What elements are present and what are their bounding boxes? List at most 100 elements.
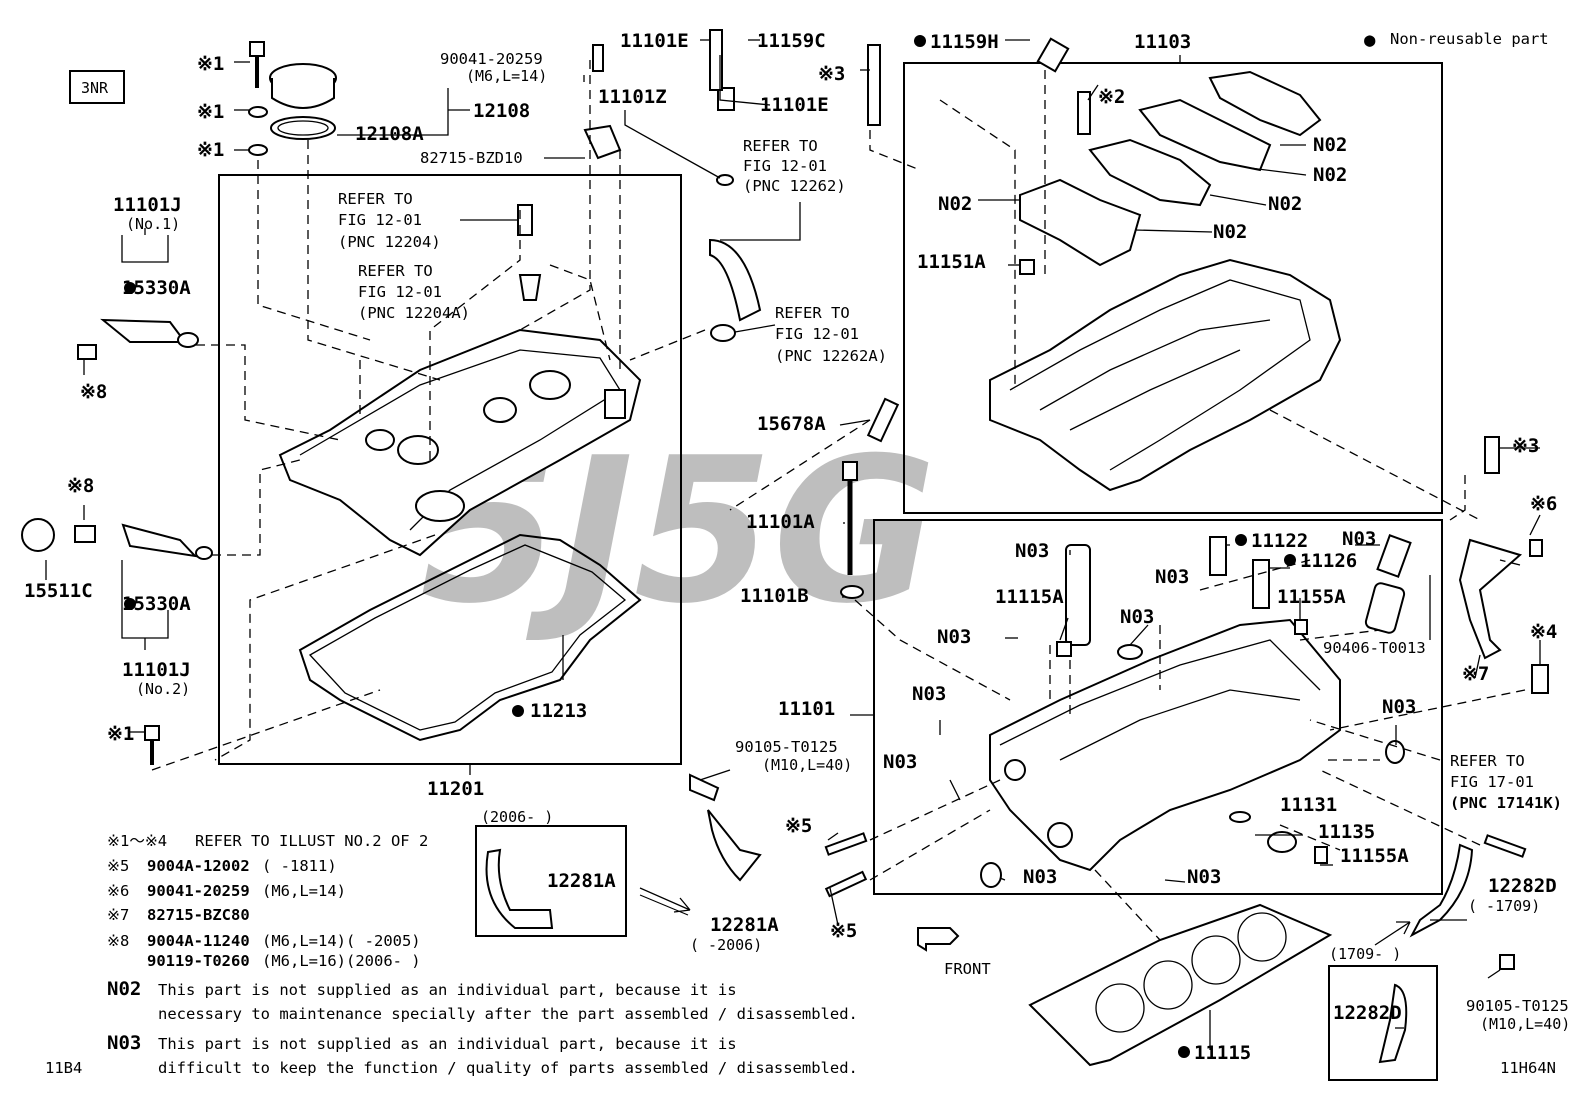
legend-marker: ● xyxy=(1364,29,1376,51)
mark-6: ※6 xyxy=(1530,493,1557,515)
label-11122: 11122 xyxy=(1251,530,1308,552)
nonreusable-marker xyxy=(1284,554,1296,566)
head-gasket-drawing xyxy=(1028,903,1333,1067)
label-11135: 11135 xyxy=(1318,821,1375,843)
note-5-key: ※5 xyxy=(107,857,129,875)
label-90041-20259: 90041-20259 xyxy=(440,50,543,68)
label-11101Z: 11101Z xyxy=(598,86,667,108)
ref-12262A-1: REFER TO xyxy=(775,304,850,322)
label-11101J-1: 11101J xyxy=(113,194,182,216)
ref-12262-3: (PNC 12262) xyxy=(743,177,846,195)
label-11101J-2-sub: (No.2) xyxy=(136,680,190,698)
cylinder-head-cover-drawing xyxy=(278,328,642,557)
mark-5a: ※5 xyxy=(785,815,812,837)
label-11131: 11131 xyxy=(1280,794,1337,816)
nonreusable-marker xyxy=(1178,1046,1190,1058)
mark-3b: ※3 xyxy=(1512,435,1539,457)
nonreusable-marker xyxy=(512,705,524,717)
front-arrow-icon xyxy=(917,927,960,952)
cylinder-head-frame xyxy=(873,519,1443,895)
hanger-2006-box xyxy=(475,825,627,937)
page-code-left: 11B4 xyxy=(45,1059,82,1077)
label-12282D: 12282D xyxy=(1488,875,1557,897)
label-N02-a: N02 xyxy=(1313,134,1347,156)
note-6-rest: (M6,L=14) xyxy=(262,882,346,900)
note-6-part: 90041-20259 xyxy=(147,882,250,900)
assembly-lines xyxy=(151,60,1526,941)
mark-1d: ※1 xyxy=(107,723,134,745)
note-1-key: ※1～※4 xyxy=(107,832,167,850)
label-N03-6: N03 xyxy=(912,683,946,705)
label-90041-spec: (M6,L=14) xyxy=(466,67,547,85)
label-12281A: 12281A xyxy=(710,914,779,936)
label-90105-T0125-b: 90105-T0125 xyxy=(1466,997,1569,1015)
label-N03-8: N03 xyxy=(883,751,917,773)
label-11151A: 11151A xyxy=(917,251,986,273)
label-90105-T0125-a: 90105-T0125 xyxy=(735,738,838,756)
label-11103: 11103 xyxy=(1134,31,1191,53)
note-7-key: ※7 xyxy=(107,906,129,924)
label-11155A: 11155A xyxy=(1340,845,1409,867)
engine-code-box xyxy=(69,70,125,104)
camshaft-housing-drawing xyxy=(989,258,1342,492)
label-12108A: 12108A xyxy=(355,123,424,145)
label-82715-BZD10: 82715-BZD10 xyxy=(420,149,523,167)
label-12281A-sub: ( -2006) xyxy=(690,936,762,954)
label-15330A-2: 15330A xyxy=(122,593,191,615)
label-11101E: 11101E xyxy=(760,94,829,116)
note-5-part: 9004A-12002 xyxy=(147,857,250,875)
footnotes: ※1～※4 REFER TO ILLUST NO.2 OF 2 ※5 9004A… xyxy=(45,832,1556,1077)
cover-gasket-drawing xyxy=(298,533,642,742)
label-11101B: 11101B xyxy=(740,585,809,607)
label-15678A: 15678A xyxy=(757,413,826,435)
page-code-right: 11H64N xyxy=(1500,1059,1556,1077)
note-N02-line-1: This part is not supplied as an individu… xyxy=(158,981,737,999)
label-11159C: 11159C xyxy=(757,30,826,52)
mark-1c: ※1 xyxy=(197,139,224,161)
bolt-icon xyxy=(144,41,268,765)
cover-group-frame xyxy=(218,174,682,765)
ref-12262-1: REFER TO xyxy=(743,137,818,155)
note-6-key: ※6 xyxy=(107,882,129,900)
label-11101J-1-sub: (No.1) xyxy=(126,215,180,233)
oil-control-valve-drawing xyxy=(21,318,213,560)
mark-7: ※7 xyxy=(1462,663,1489,685)
label-12108: 12108 xyxy=(473,100,530,122)
label-N02-b: N02 xyxy=(1313,164,1347,186)
note-8-part-1: 9004A-11240 xyxy=(147,932,250,950)
label-11101E-top: 11101E xyxy=(620,30,689,52)
ref-12262-2: FIG 12-01 xyxy=(743,157,827,175)
nonreusable-marker xyxy=(1235,534,1247,546)
ref-12262A-2: FIG 12-01 xyxy=(775,325,859,343)
label-12282D-box: 12282D xyxy=(1333,1002,1402,1024)
label-11115: 11115 xyxy=(1194,1042,1251,1064)
ref-12204-3: (PNC 12204) xyxy=(338,233,441,251)
label-N03-2: N03 xyxy=(1342,528,1376,550)
label-11201: 11201 xyxy=(427,778,484,800)
nonreusable-marker xyxy=(914,35,926,47)
label-N02-e: N02 xyxy=(1213,221,1247,243)
label-11101A: 11101A xyxy=(746,511,815,533)
note-N03-line-2: difficult to keep the function / quality… xyxy=(158,1059,858,1077)
label-90105-spec-a: (M10,L=40) xyxy=(762,756,852,774)
nonreusable-marker xyxy=(124,598,136,610)
mark-5b: ※5 xyxy=(830,920,857,942)
label-N03-4: N03 xyxy=(1120,606,1154,628)
ref-12204A-3: (PNC 12204A) xyxy=(358,304,470,322)
label-N02-d: N02 xyxy=(938,193,972,215)
label-N03-5: N03 xyxy=(937,626,971,648)
camshaft-bearing-cap-drawing xyxy=(1019,70,1322,267)
front-label: FRONT xyxy=(944,960,991,978)
mark-8b: ※8 xyxy=(67,475,94,497)
oil-filler-cap-drawing xyxy=(269,63,337,140)
ref-17141K-2: FIG 17-01 xyxy=(1450,773,1534,791)
range-2006: (2006- ) xyxy=(481,808,553,826)
label-N03-10: N03 xyxy=(1187,866,1221,888)
ref-12204A-1: REFER TO xyxy=(358,262,433,280)
nonreusable-marker xyxy=(124,282,136,294)
label-11159H: 11159H xyxy=(930,31,999,53)
ref-12204-2: FIG 12-01 xyxy=(338,211,422,229)
note-8-rest-1: (M6,L=14)( -2005) xyxy=(262,932,421,950)
cover-gasket-inner xyxy=(308,544,627,731)
